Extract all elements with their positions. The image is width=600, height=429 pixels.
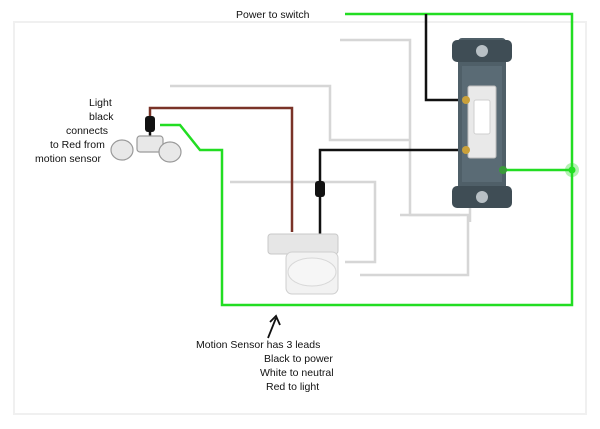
red-wire — [148, 106, 294, 232]
switch-ground-screw — [499, 166, 507, 174]
neutral-wire-right — [360, 213, 470, 277]
sensor-note-line: Black to power — [264, 353, 333, 365]
sensor-icon — [267, 233, 339, 295]
neutral-wire-lamp — [170, 84, 410, 142]
neutral-wires — [170, 38, 472, 277]
lamp-icon — [110, 135, 182, 163]
switch-terminal-top — [462, 96, 470, 104]
wire-nuts — [145, 116, 325, 197]
light-note-line: motion sensor — [35, 153, 101, 165]
ground-junction — [568, 166, 576, 174]
wire-nut-lamp — [145, 116, 155, 132]
black-wire-sensor — [318, 148, 470, 238]
sensor-note-line: Red to light — [266, 381, 319, 393]
ground-wire — [160, 12, 579, 307]
arrow-icon — [267, 314, 281, 339]
black-wires — [148, 14, 470, 238]
wire-nut-sensor — [315, 181, 325, 197]
switch-icon — [452, 38, 512, 208]
sensor-note-line: Motion Sensor has 3 leads — [196, 339, 320, 351]
background-frame — [13, 21, 587, 415]
light-note-line: Light — [89, 97, 112, 109]
power-to-switch-label: Power to switch — [236, 9, 310, 21]
lamp-bulb-right — [158, 141, 182, 163]
switch-terminal-bottom — [462, 146, 470, 154]
light-note-line: to Red from — [50, 139, 105, 151]
light-note: Light black connects to Red from motion … — [35, 97, 114, 165]
neutral-wire-top — [340, 38, 460, 217]
light-note-line: black — [89, 111, 114, 123]
lamp-bulb-left — [110, 139, 134, 161]
sensor-note-line: White to neutral — [260, 367, 334, 379]
neutral-wire-sensor — [230, 180, 377, 264]
black-wire-power — [424, 14, 470, 102]
light-note-line: connects — [66, 125, 108, 137]
sensor-note: Motion Sensor has 3 leads Black to power… — [196, 339, 334, 393]
